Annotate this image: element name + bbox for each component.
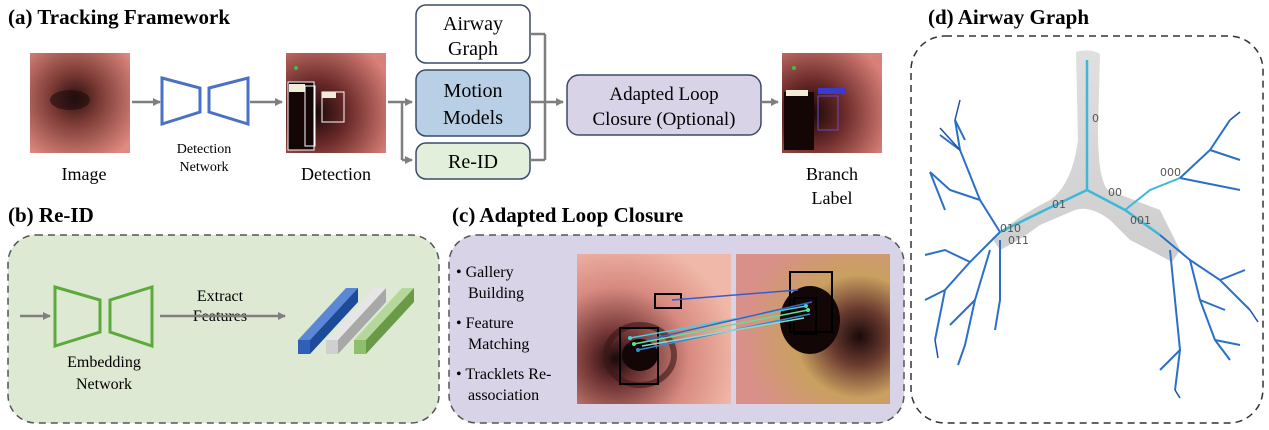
feature-vector-green (354, 288, 414, 354)
merge-arrows (530, 32, 564, 162)
panel-b-title: (b) Re-ID (8, 203, 94, 227)
airway-tree: 0 01 00 010 011 000 001 (924, 50, 1259, 399)
detection-network-label-2: Network (180, 160, 229, 175)
airway-node-001: 001 (1130, 214, 1151, 227)
motion-models-label-2: Models (443, 107, 503, 129)
bullet-1-line-2: Building (468, 285, 524, 302)
detection-network-encoder-icon (160, 76, 202, 127)
branch-label-line-1: Branch (806, 164, 858, 184)
detection-network-decoder-icon (207, 76, 250, 127)
detection-branch-arrows (388, 98, 413, 164)
loop-closure-box (566, 74, 762, 136)
input-endoscopy-image (30, 53, 130, 153)
airway-graph-label-1: Airway (443, 13, 503, 35)
loop-closure-gallery-image (736, 254, 890, 404)
airway-node-01: 01 (1052, 198, 1066, 211)
bullet-3-line-2: association (468, 387, 539, 404)
bullet-2-line-2: Matching (468, 336, 529, 353)
airway-node-00: 00 (1108, 186, 1122, 199)
panel-d-title: (d) Airway Graph (928, 5, 1089, 29)
panel-c-bullets: • Gallery Building • Feature Matching • … (456, 264, 551, 404)
panel-a-title: (a) Tracking Framework (8, 5, 230, 29)
airway-graph-label-2: Graph (448, 38, 498, 60)
branch-label-line-2: Label (812, 188, 853, 208)
airway-node-0: 0 (1092, 112, 1099, 125)
bullet-2-line-1: • Feature (456, 315, 514, 332)
feature-vector-blue (298, 288, 358, 354)
embedding-network-decoder-icon (108, 284, 154, 349)
feature-vector-gray (326, 288, 386, 354)
motion-models-label-1: Motion (444, 80, 503, 102)
detection-label: Detection (301, 164, 371, 184)
airway-node-000: 000 (1160, 166, 1181, 179)
reid-box-label: Re-ID (448, 151, 498, 173)
embedding-label-2: Network (76, 376, 132, 393)
panel-c-title: (c) Adapted Loop Closure (452, 203, 683, 227)
detection-image (286, 53, 386, 153)
detection-network-label-1: Detection (177, 142, 231, 157)
image-label: Image (62, 164, 107, 184)
feature-match-lines (628, 289, 813, 352)
panel-d-container (910, 35, 1264, 424)
bullet-3-line-1: • Tracklets Re- (456, 366, 551, 383)
branch-label-image (782, 53, 882, 153)
airway-node-010: 010 (1000, 222, 1021, 235)
airway-node-011: 011 (1008, 234, 1029, 247)
extract-label-1: Extract (197, 288, 244, 305)
loop-closure-label-2: Closure (Optional) (592, 109, 735, 130)
loop-closure-label-1: Adapted Loop (609, 84, 718, 105)
embedding-label-1: Embedding (67, 354, 141, 371)
bullet-1-line-1: • Gallery (456, 264, 514, 281)
panel-b-container (7, 234, 440, 424)
embedding-network-encoder-icon (53, 285, 102, 349)
